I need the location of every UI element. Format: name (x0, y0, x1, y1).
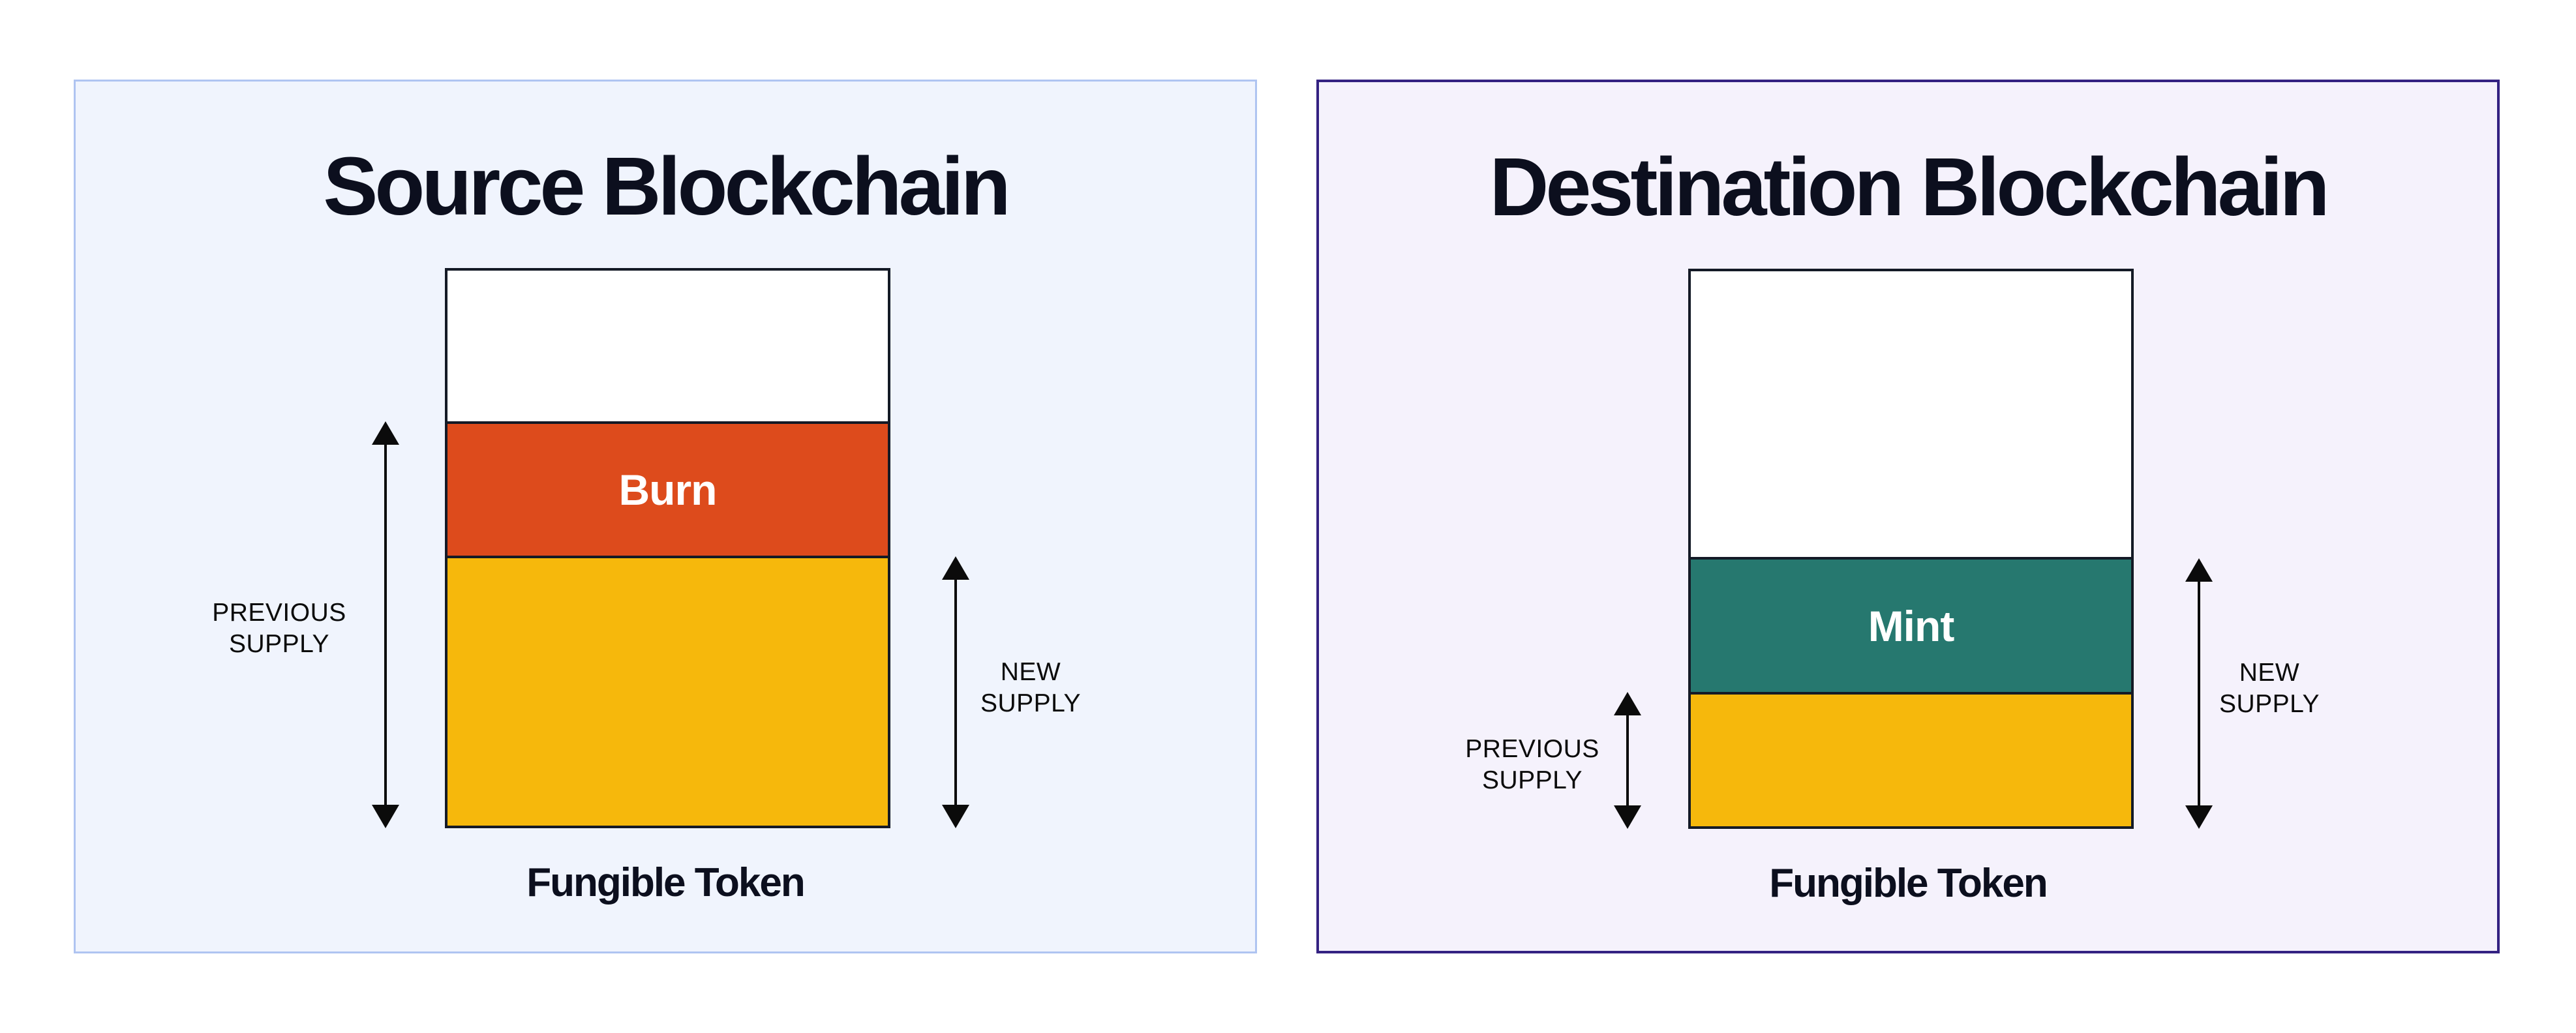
arrow-head-down-icon (942, 805, 969, 828)
destination-token-bar: Mint (1688, 269, 2134, 829)
burn-label: Burn (618, 466, 718, 514)
destination-previous-supply-label: PREVIOUS SUPPLY (1402, 734, 1663, 796)
mint-label: Mint (1868, 601, 1955, 650)
arrow-head-up-icon (372, 421, 399, 445)
source-new-supply-label-line1: NEW (1000, 658, 1061, 686)
destination-new-supply-arrow (2185, 558, 2213, 829)
destination-previous-supply-label-line2: SUPPLY (1481, 766, 1583, 794)
destination-bar-segment-previous-supply (1691, 692, 2131, 826)
arrow-shaft (384, 445, 387, 805)
source-panel-title: Source Blockchain (323, 140, 1010, 232)
destination-new-supply-label-line2: SUPPLY (2219, 690, 2320, 718)
arrow-shaft (2198, 582, 2200, 805)
source-token-bar: Burn (445, 268, 890, 828)
destination-panel-title: Destination Blockchain (1489, 141, 2329, 233)
destination-bar-segment-mint: Mint (1691, 557, 2131, 692)
destination-previous-supply-arrow (1614, 692, 1641, 829)
source-new-supply-arrow (942, 556, 969, 828)
arrow-shaft (1626, 715, 1629, 805)
arrow-head-down-icon (1614, 805, 1641, 829)
source-previous-supply-label: PREVIOUS SUPPLY (149, 597, 410, 660)
arrow-head-up-icon (1614, 692, 1641, 715)
destination-new-supply-label: NEW SUPPLY (2139, 657, 2400, 720)
arrow-head-down-icon (372, 805, 399, 828)
source-previous-supply-arrow (372, 421, 399, 828)
arrow-head-up-icon (942, 556, 969, 580)
source-previous-supply-label-line2: SUPPLY (228, 630, 329, 658)
destination-bar-segment-unfilled (1691, 271, 2131, 557)
source-fungible-token-label: Fungible Token (526, 860, 806, 905)
arrow-head-down-icon (2185, 805, 2213, 829)
destination-new-supply-label-line1: NEW (2239, 659, 2300, 687)
source-blockchain-panel: Source Blockchain Burn PREVIOUS SUPPLY N… (74, 80, 1257, 953)
destination-previous-supply-label-line1: PREVIOUS (1465, 735, 1599, 763)
destination-fungible-token-label: Fungible Token (1769, 861, 2048, 906)
destination-blockchain-panel: Destination Blockchain Mint PREVIOUS SUP… (1316, 80, 2500, 953)
arrow-head-up-icon (2185, 558, 2213, 582)
source-previous-supply-label-line1: PREVIOUS (212, 599, 346, 627)
source-new-supply-label-line2: SUPPLY (980, 689, 1081, 717)
source-new-supply-label: NEW SUPPLY (900, 657, 1161, 719)
source-bar-segment-remaining-supply (447, 556, 888, 826)
source-bar-segment-burn: Burn (447, 421, 888, 556)
source-bar-segment-unfilled (447, 271, 888, 421)
arrow-shaft (954, 580, 957, 805)
